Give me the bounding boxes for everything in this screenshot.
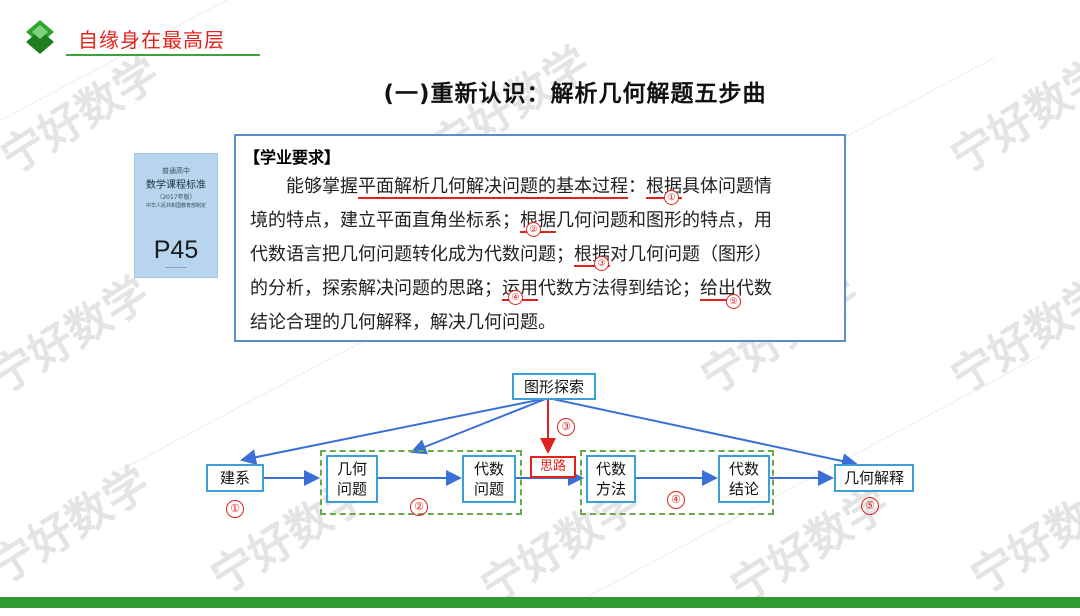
diamond-logo-icon — [26, 20, 54, 54]
requirement-line-3: 代数语言把几何问题转化成为代数问题；根据对几何问题（图形） — [250, 240, 772, 266]
text-span: 具体问题情 — [682, 176, 772, 197]
highlight-text: 给出 — [700, 278, 736, 299]
node-text: 代数 — [728, 460, 759, 478]
node-algebra-conclusion: 代数 结论 — [718, 455, 770, 503]
group-step-4 — [580, 450, 774, 515]
node-build-coordinate: 建系 — [206, 464, 264, 492]
text-span: 代数语言把几何问题转化成为代数问题； — [250, 244, 574, 265]
text-span: 的分析，探索解决问题的思路； — [250, 278, 502, 299]
text-span: 境的特点，建立平面直角坐标系； — [250, 210, 520, 231]
highlight-text: 平面解析几何解决问题的基本过程 — [358, 176, 628, 197]
title-underline — [66, 54, 260, 56]
requirement-line-5: 结论合理的几何解释，解决几何问题。 — [250, 312, 556, 333]
node-text: 结论 — [728, 480, 759, 498]
text-span: ： — [628, 176, 646, 197]
requirement-line-2: 境的特点，建立平面直角坐标系；根据几何问题和图形的特点，用 — [250, 206, 772, 232]
requirement-box: 【学业要求】 能够掌握平面解析几何解决问题的基本过程：根据具体问题情 境的特点，… — [234, 134, 846, 342]
curriculum-book-cover: 普通高中 数学课程标准 （2017年版） 中华人民共和国教育部制定 P45 — [134, 153, 218, 278]
flow-step-1: ① — [226, 500, 244, 518]
step-marker-3: ③ — [594, 256, 609, 271]
text-span: 对几何问题（图形） — [610, 244, 772, 265]
node-algebra-method: 代数 方法 — [586, 455, 636, 503]
flow-step-5: ⑤ — [861, 497, 879, 515]
step-marker-2: ② — [526, 222, 541, 237]
step-marker-4: ④ — [508, 290, 523, 305]
requirement-heading: 【学业要求】 — [244, 148, 341, 167]
book-page-number: P45 — [153, 236, 199, 264]
node-text: 几何 — [336, 460, 367, 478]
requirement-line-4: 的分析，探索解决问题的思路；运用代数方法得到结论；给出代数 — [250, 274, 772, 300]
node-text: 问题 — [336, 480, 367, 498]
step-marker-5: ⑤ — [726, 294, 741, 309]
book-title: 数学课程标准 — [146, 180, 206, 191]
step-marker-1: ① — [664, 190, 679, 205]
node-figure-exploration: 图形探索 — [512, 373, 596, 400]
flow-arrow-group — [240, 397, 858, 486]
page-title: (一)重新认识：解析几何解题五步曲 — [383, 81, 767, 107]
text-span: 代数 — [736, 278, 772, 299]
node-text: 代数 — [473, 460, 504, 478]
node-text: 问题 — [473, 480, 504, 498]
node-text: 方法 — [595, 480, 626, 498]
node-text: 代数 — [595, 460, 626, 478]
node-approach: 思路 — [530, 456, 576, 478]
bottom-green-bar — [0, 597, 1080, 608]
book-footer-line — [165, 267, 187, 268]
text-span: 能够掌握 — [286, 176, 358, 197]
node-geometric-interpretation: 几何解释 — [834, 464, 914, 492]
requirement-line-1: 能够掌握平面解析几何解决问题的基本过程：根据具体问题情 — [286, 172, 772, 198]
text-span: 代数方法得到结论； — [538, 278, 700, 299]
flow-step-3: ③ — [557, 418, 575, 436]
node-algebra-problem: 代数 问题 — [462, 455, 516, 503]
section-title: 自缘身在最高层 — [78, 28, 225, 52]
node-geometry-problem: 几何 问题 — [326, 455, 378, 503]
book-publisher: 中华人民共和国教育部制定 — [145, 203, 206, 209]
flow-step-2: ② — [410, 498, 428, 516]
flow-step-4: ④ — [667, 491, 685, 509]
book-edition: （2017年版） — [156, 194, 196, 201]
text-span: 几何问题和图形的特点，用 — [556, 210, 772, 231]
book-subtitle: 普通高中 — [162, 167, 190, 175]
